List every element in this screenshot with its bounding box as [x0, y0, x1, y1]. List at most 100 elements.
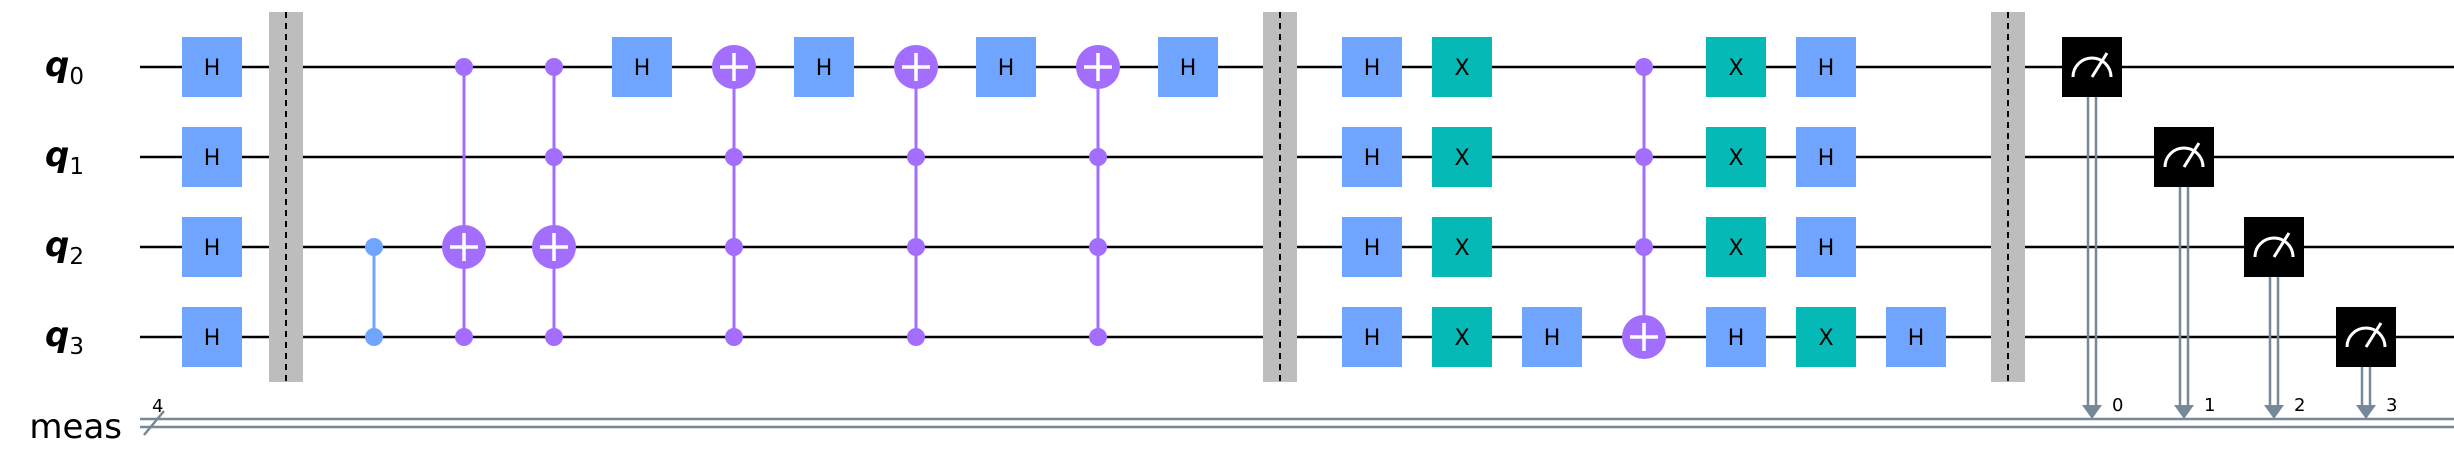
h-gate-q0: H	[612, 37, 672, 97]
gate-label: H	[204, 326, 221, 351]
h-gate-q1: H	[1796, 127, 1856, 187]
control-dot-q2	[907, 238, 925, 256]
gate-box	[1706, 127, 1766, 187]
gate-label: X	[1454, 146, 1469, 171]
control-dot-q2	[725, 238, 743, 256]
h-gate-q3: H	[182, 307, 242, 367]
control-dot-q2	[1635, 238, 1653, 256]
gate-box	[1796, 217, 1856, 277]
h-gate-q1: H	[1342, 127, 1402, 187]
gate-label: H	[1364, 326, 1381, 351]
control-dot-q3	[907, 328, 925, 346]
gate-label: X	[1454, 326, 1469, 351]
classical-register-size: 4	[152, 396, 163, 417]
mcx-gate	[1622, 58, 1666, 359]
measure-box	[2154, 127, 2214, 187]
gate-label: X	[1728, 146, 1743, 171]
measure-arrow	[2174, 405, 2194, 419]
control-dot-q1	[907, 148, 925, 166]
h-gate-q1: H	[182, 127, 242, 187]
meter-arc	[2253, 236, 2295, 258]
x-gate-q2: X	[1432, 217, 1492, 277]
qubit-label-q1: q1	[45, 135, 84, 180]
gate-box	[794, 37, 854, 97]
register-labels: q0 q1 q2 q3 meas 4	[29, 45, 163, 447]
gate-label: H	[204, 236, 221, 261]
measure-arrow	[2356, 405, 2376, 419]
control-dot-q0	[1635, 58, 1653, 76]
gate-label: H	[1364, 56, 1381, 81]
control-dot-q3	[725, 328, 743, 346]
gate-box	[1796, 307, 1856, 367]
h-gate-q0: H	[976, 37, 1036, 97]
gate-label: X	[1454, 236, 1469, 261]
control-dot-q2	[365, 238, 383, 256]
mcx-gate	[442, 58, 486, 346]
mcx-gate	[1076, 45, 1120, 346]
gate-label: H	[1908, 326, 1925, 351]
measure-arrow	[2082, 405, 2102, 419]
bit-index-label: 3	[2386, 395, 2397, 416]
gate-box	[1342, 37, 1402, 97]
gate-label: X	[1728, 56, 1743, 81]
gate-box	[1432, 307, 1492, 367]
gate-box	[1432, 127, 1492, 187]
gate-label: X	[1454, 56, 1469, 81]
measure-gate-q0: 0	[2062, 37, 2123, 419]
gate-box	[1796, 37, 1856, 97]
qubit-label-q2: q2	[45, 225, 84, 270]
gate-label: H	[998, 56, 1015, 81]
gate-label: H	[1180, 56, 1197, 81]
h-gate-q3: H	[1886, 307, 1946, 367]
gate-label: H	[204, 56, 221, 81]
gate-box	[1158, 37, 1218, 97]
h-gate-q3: H	[1706, 307, 1766, 367]
gate-box	[1522, 307, 1582, 367]
h-gate-q2: H	[1342, 217, 1402, 277]
barrier	[1991, 12, 2025, 382]
qubit-label-q0: q0	[45, 45, 84, 90]
h-gate-q3: H	[1522, 307, 1582, 367]
gate-box	[1796, 127, 1856, 187]
measure-gate-q1: 1	[2154, 127, 2215, 419]
qubit-label-q3: q3	[45, 315, 84, 360]
gate-label: H	[204, 146, 221, 171]
h-gate-q0: H	[794, 37, 854, 97]
h-gate-q0: H	[1796, 37, 1856, 97]
mcx-gate	[712, 45, 756, 346]
meter-needle	[2364, 322, 2383, 348]
gate-box	[1706, 217, 1766, 277]
measure-arrow	[2264, 405, 2284, 419]
gate-box	[976, 37, 1036, 97]
control-dot-q0	[545, 58, 563, 76]
mcx-gate	[532, 58, 576, 346]
x-gate-q3: X	[1432, 307, 1492, 367]
gate-box	[1432, 217, 1492, 277]
x-gate-q1: X	[1432, 127, 1492, 187]
gate-box	[1432, 37, 1492, 97]
control-dot-q2	[1089, 238, 1107, 256]
x-gate-q1: X	[1706, 127, 1766, 187]
meter-arc	[2345, 326, 2387, 348]
meter-needle	[2182, 142, 2201, 168]
classical-bus-slash	[143, 410, 165, 436]
barrier	[1263, 12, 1297, 382]
control-dot-q1	[725, 148, 743, 166]
meter-needle	[2090, 52, 2109, 78]
gate-box	[1342, 127, 1402, 187]
x-gate-q3: X	[1796, 307, 1856, 367]
gate-label: H	[1818, 56, 1835, 81]
classical-register-label: meas	[29, 407, 122, 447]
gate-box	[182, 307, 242, 367]
bit-index-label: 2	[2294, 395, 2305, 416]
gate-label: X	[1728, 236, 1743, 261]
gate-label: H	[816, 56, 833, 81]
h-gate-q3: H	[1342, 307, 1402, 367]
mcx-gate	[894, 45, 938, 346]
cz-gate	[365, 238, 383, 346]
control-dot-q1	[1089, 148, 1107, 166]
measure-box	[2062, 37, 2122, 97]
h-gate-q0: H	[1342, 37, 1402, 97]
gate-box	[182, 127, 242, 187]
